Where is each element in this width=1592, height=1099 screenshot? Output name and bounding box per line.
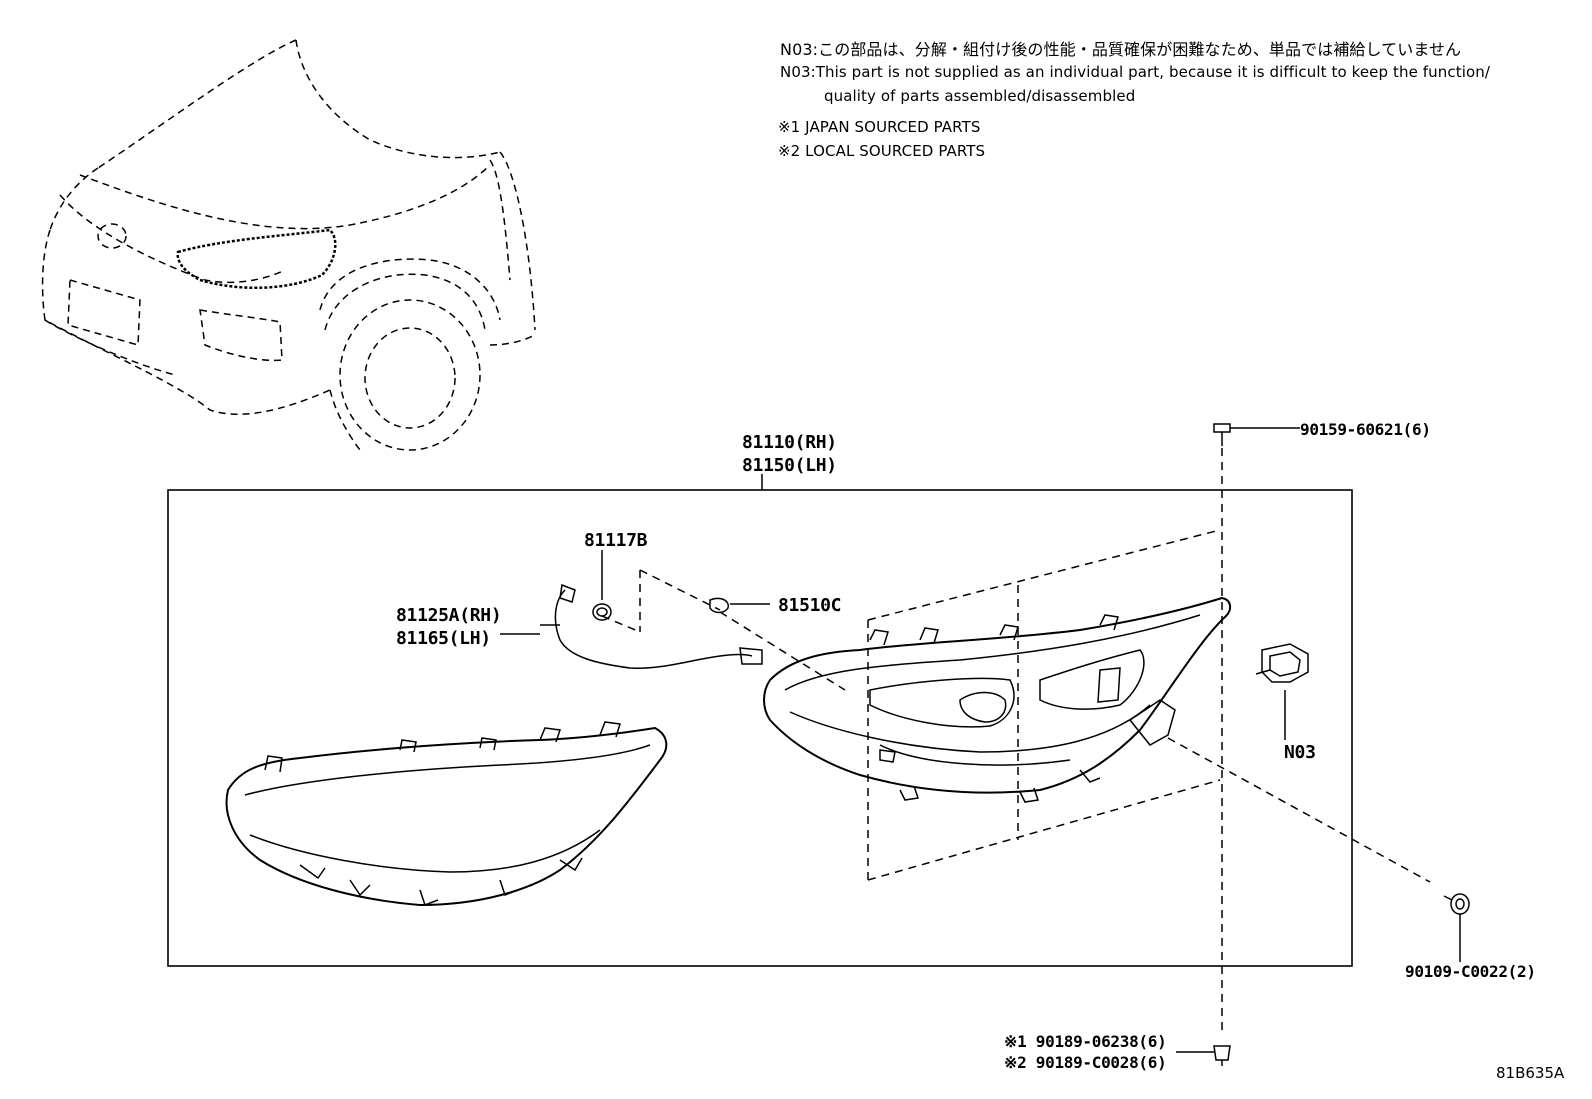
label-clip-local[interactable]: ※2 90189-C0028(6) <box>1004 1053 1167 1072</box>
note-japan-sourced: ※1 JAPAN SOURCED PARTS <box>778 118 981 136</box>
diagram-reference-code: 81B635A <box>1496 1064 1565 1082</box>
label-wire-rh[interactable]: 81125A(RH) <box>396 605 502 626</box>
note-n03-japanese: N03:この部品は、分解・組付け後の性能・品質確保が困難なため、単品では補給して… <box>780 40 1462 59</box>
label-nut[interactable]: 90109-C0022(2) <box>1405 962 1536 981</box>
bolt-top-drawing <box>1213 423 1300 446</box>
note-n03-english-line2: quality of parts assembled/disassembled <box>824 87 1136 105</box>
n03-component-drawing <box>1255 643 1309 740</box>
vehicle-front-illustration <box>41 39 536 451</box>
label-bolt-top[interactable]: 90159-60621(6) <box>1300 420 1431 439</box>
label-clip-japan[interactable]: ※1 90189-06238(6) <box>1004 1032 1167 1051</box>
clip-bottom-drawing <box>1176 1045 1231 1066</box>
headlamp-lh-drawing <box>225 721 668 907</box>
bulb-drawing <box>709 597 770 614</box>
nut-drawing <box>1443 893 1470 962</box>
socket-drawing <box>592 550 612 621</box>
label-headlamp-lh[interactable]: 81150(LH) <box>742 455 837 476</box>
wire-harness-drawing <box>540 583 763 670</box>
headlamp-rh-drawing <box>763 596 1232 803</box>
label-bulb[interactable]: 81510C <box>778 595 842 616</box>
label-wire-lh[interactable]: 81165(LH) <box>396 628 491 649</box>
note-local-sourced: ※2 LOCAL SOURCED PARTS <box>778 142 986 160</box>
note-n03-english-line1: N03:This part is not supplied as an indi… <box>780 63 1491 81</box>
label-headlamp-rh[interactable]: 81110(RH) <box>742 432 837 453</box>
label-n03[interactable]: N03 <box>1284 742 1316 763</box>
assembly-frame <box>167 489 1353 967</box>
label-socket[interactable]: 81117B <box>584 530 648 551</box>
